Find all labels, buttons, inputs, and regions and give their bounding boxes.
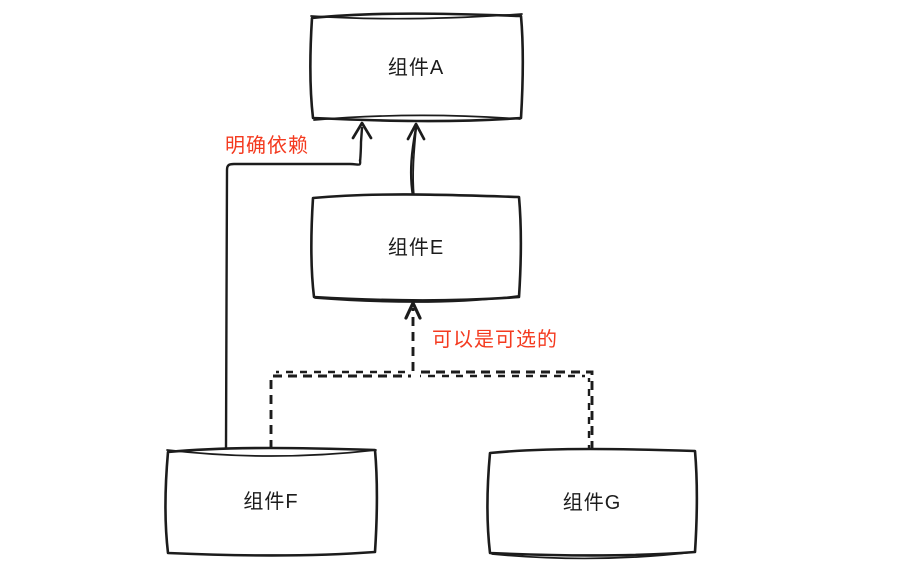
edge-f-to-a-line: [224, 126, 364, 451]
node-component-e-box: [309, 193, 523, 302]
node-component-a-box: [308, 12, 525, 123]
annotation-explicit-dependency: 明确依赖: [225, 134, 309, 157]
node-component-a-box-sketch: [310, 13, 523, 121]
node-component-f-box: [164, 446, 379, 557]
node-component-a: 组件A: [308, 12, 525, 123]
node-component-f-label: 组件F: [243, 490, 298, 513]
edge-e-to-a-line-sketch: [412, 129, 417, 197]
node-component-f: 组件F: [164, 446, 379, 557]
edge-f-to-e-dashed: [269, 301, 422, 449]
edge-e-to-a-solid: [406, 122, 426, 198]
node-component-a-label: 组件A: [388, 56, 444, 79]
edge-g-to-e-line-sketch: [420, 374, 591, 448]
edge-g-to-e-dashed: [418, 370, 594, 450]
edge-e-to-a-arrowhead-icon: [406, 122, 426, 141]
annotation-optional-dependency: 可以是可选的: [432, 328, 558, 351]
edge-f-to-a-solid: [224, 121, 373, 451]
node-component-e-label: 组件E: [388, 236, 444, 259]
edge-g-to-e-line: [418, 370, 594, 450]
node-component-g: 组件G: [486, 447, 699, 560]
node-component-g-box-sketch: [491, 551, 695, 560]
edge-junction-to-e-arrowhead-icon: [404, 301, 422, 320]
edge-f-to-a-arrowhead-icon: [351, 121, 373, 140]
node-component-f-box-sketch: [166, 449, 377, 457]
node-component-g-label: 组件G: [563, 491, 622, 514]
edge-f-to-e-line: [269, 374, 411, 449]
node-component-g-box: [486, 447, 699, 557]
node-component-e-box-sketch: [314, 295, 519, 303]
node-component-e: 组件E: [309, 193, 523, 303]
